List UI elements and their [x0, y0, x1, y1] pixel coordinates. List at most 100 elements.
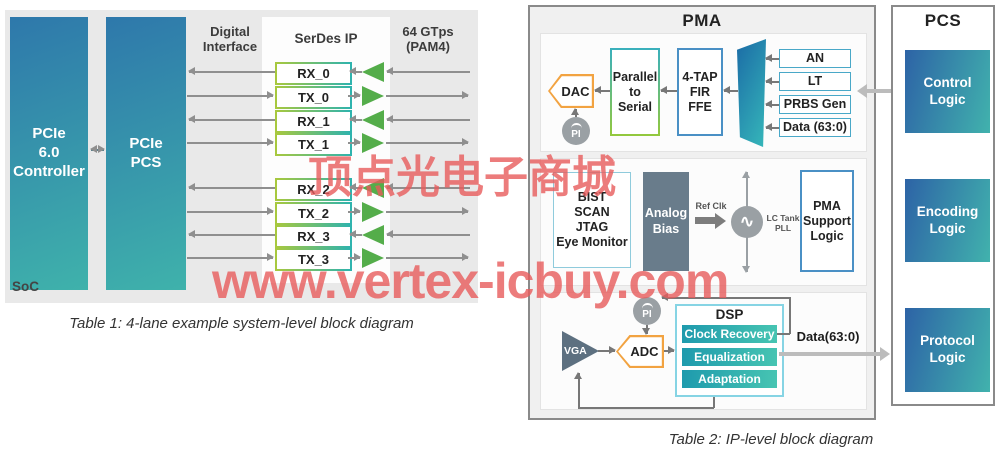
- rx-buffer-icon: [362, 225, 384, 245]
- lane-box: RX_0: [275, 62, 352, 85]
- dac-label: DAC: [561, 83, 590, 99]
- pma-support-logic-block: PMA Support Logic: [800, 170, 854, 272]
- flow-arrow: [349, 116, 362, 123]
- rate-label: 64 GTps (PAM4): [402, 24, 454, 55]
- flow-arrow: [386, 254, 469, 261]
- flow-arrow: [386, 208, 469, 215]
- flow-arrow: [348, 208, 361, 215]
- serdes-ip-title: SerDes IP: [294, 31, 358, 46]
- encoding-logic-block: Encoding Logic: [905, 179, 990, 262]
- pi-arc-icon: [641, 302, 653, 310]
- lane-row-rx0: RX_0: [5, 62, 478, 85]
- lane-row-rx1: RX_1: [5, 110, 478, 133]
- pcie-controller-block: PCIe 6.0 Controller: [10, 17, 88, 290]
- feedback-arrow: [575, 372, 582, 408]
- flow-arrow: [594, 87, 610, 94]
- protocol-logic-block: Protocol Logic: [905, 308, 990, 392]
- flow-arrow: [386, 184, 470, 191]
- flow-arrow: [188, 231, 275, 238]
- flow-arrow: [598, 347, 616, 354]
- flow-arrow: [348, 92, 361, 99]
- fir-ffe-block: 4-TAP FIR FFE: [677, 48, 723, 136]
- parallel-to-serial-block: Parallel to Serial: [610, 48, 660, 136]
- adaptation-block: Adaptation: [682, 370, 777, 388]
- table2-caption: Table 2: IP-level block diagram: [668, 431, 874, 448]
- flow-arrow: [187, 92, 274, 99]
- data-input-box: Data (63:0): [779, 118, 851, 137]
- control-logic-block: Control Logic: [905, 50, 990, 133]
- flow-arrow: [386, 231, 470, 238]
- dsp-title: DSP: [715, 307, 744, 322]
- rx-buffer-icon: [362, 110, 384, 130]
- pll-oscillator-icon: ∿: [731, 206, 763, 238]
- feedback-line: [789, 297, 791, 334]
- lane-row-rx3: RX_3: [5, 225, 478, 248]
- flow-arrow: [187, 254, 274, 261]
- pi-arc-icon: [570, 122, 582, 130]
- flow-arrow: [188, 68, 275, 75]
- tx-buffer-icon: [362, 248, 384, 268]
- tx-buffer-icon: [362, 86, 384, 106]
- pma-to-pcs-arrow: [779, 347, 890, 361]
- bidirectional-arrow-icon: [90, 146, 105, 153]
- data-out-label: Data(63:0): [796, 329, 860, 344]
- flow-arrow: [349, 231, 362, 238]
- digital-interface-label: Digital Interface: [202, 24, 258, 55]
- flow-arrow: [386, 139, 469, 146]
- flow-arrow: [187, 208, 274, 215]
- flow-arrow: [348, 254, 361, 261]
- flow-arrow: [348, 139, 361, 146]
- phase-interpolator-icon: PI: [562, 117, 590, 145]
- lane-box: TX_2: [275, 202, 352, 225]
- lane-box: TX_3: [275, 248, 352, 271]
- flow-arrow: [660, 87, 677, 94]
- feedback-line: [777, 333, 790, 335]
- lane-row-tx1: TX_1: [5, 133, 478, 156]
- pcie-pcs-label: PCIe PCS: [129, 134, 163, 171]
- ref-clk-arrow: [695, 212, 726, 229]
- analog-bias-block: Analog Bias: [643, 172, 689, 271]
- pi-to-dac-arrow: [572, 108, 579, 117]
- lane-box: TX_1: [275, 133, 352, 156]
- flow-arrow: [349, 68, 362, 75]
- pcs-title: PCS: [924, 11, 962, 30]
- lane-row-rx2: RX_2: [5, 178, 478, 201]
- flow-arrow: [765, 78, 779, 85]
- equalization-block: Equalization: [682, 348, 777, 366]
- flow-arrow: [187, 139, 274, 146]
- rx-buffer-icon: [362, 62, 384, 82]
- bist-block: BIST SCAN JTAG Eye Monitor: [553, 172, 631, 268]
- table1-caption: Table 1: 4-lane example system-level blo…: [69, 315, 414, 332]
- lane-box: RX_2: [275, 178, 352, 201]
- flow-arrow: [386, 68, 470, 75]
- phase-interpolator-icon: PI: [633, 297, 661, 325]
- ref-clk-label: Ref Clk: [695, 201, 727, 211]
- adc-label: ADC: [630, 344, 659, 359]
- flow-arrow: [349, 184, 362, 191]
- lc-tank-pll-label: LC Tank PLL: [766, 213, 800, 234]
- clock-recovery-block: Clock Recovery: [682, 325, 777, 343]
- prbs-gen-box: PRBS Gen: [779, 95, 851, 114]
- lane-box: RX_3: [275, 225, 352, 248]
- vga-label: VGA: [564, 345, 587, 357]
- lane-row-tx3: TX_3: [5, 248, 478, 271]
- analog-bias-label: Analog Bias: [644, 205, 688, 236]
- flow-arrow: [723, 87, 738, 94]
- an-box: AN: [779, 49, 851, 68]
- tx-buffer-icon: [362, 133, 384, 153]
- mux-icon: [737, 39, 766, 147]
- flow-arrow: [386, 92, 469, 99]
- flow-arrow: [765, 101, 779, 108]
- lane-box: RX_1: [275, 110, 352, 133]
- lt-box: LT: [779, 72, 851, 91]
- pcs-to-pma-arrow: [857, 84, 891, 98]
- feedback-line: [578, 407, 714, 409]
- flow-arrow: [765, 55, 779, 62]
- feedback-line: [713, 397, 715, 408]
- flow-arrow: [188, 184, 275, 191]
- lane-row-tx2: TX_2: [5, 202, 478, 225]
- pcie-controller-label: PCIe 6.0 Controller: [13, 125, 85, 180]
- lane-row-tx0: TX_0: [5, 86, 478, 109]
- lane-box: TX_0: [275, 86, 352, 109]
